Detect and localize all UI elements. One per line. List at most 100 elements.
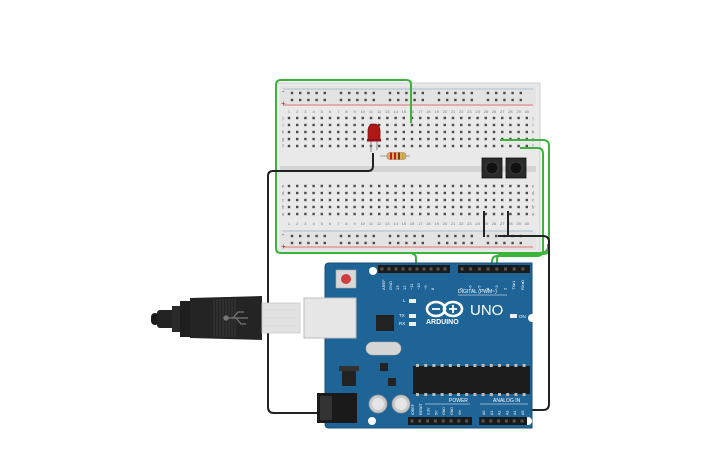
rail-hole[interactable] (446, 234, 449, 238)
rail-hole[interactable] (290, 91, 294, 95)
breadboard-hole[interactable] (443, 191, 446, 195)
rail-hole[interactable] (486, 91, 490, 95)
breadboard-hole[interactable] (419, 130, 422, 134)
rail-hole[interactable] (364, 241, 367, 245)
usb-cable[interactable] (151, 296, 301, 340)
breadboard-hole[interactable] (410, 198, 414, 202)
header-pin[interactable] (443, 267, 447, 271)
breadboard-hole[interactable] (361, 212, 364, 216)
header-pin[interactable] (469, 267, 473, 271)
rail-hole[interactable] (323, 234, 326, 238)
rail-hole[interactable] (421, 98, 424, 102)
breadboard-hole[interactable] (451, 116, 455, 120)
breadboard-hole[interactable] (501, 116, 504, 120)
breadboard-hole[interactable] (345, 205, 348, 209)
breadboard-hole[interactable] (435, 198, 438, 202)
breadboard-hole[interactable] (492, 116, 496, 120)
rail-hole[interactable] (388, 241, 392, 245)
rail-hole[interactable] (372, 234, 375, 238)
breadboard-hole[interactable] (304, 198, 307, 202)
breadboard-hole[interactable] (492, 198, 496, 202)
breadboard-hole[interactable] (304, 123, 307, 127)
breadboard-hole[interactable] (476, 184, 479, 188)
breadboard-holes[interactable] (287, 91, 528, 245)
header-pin[interactable] (477, 267, 481, 271)
header-pin[interactable] (433, 419, 437, 423)
header-pins[interactable] (380, 267, 525, 423)
breadboard-hole[interactable] (345, 212, 348, 216)
breadboard-hole[interactable] (312, 123, 315, 127)
breadboard-hole[interactable] (410, 184, 414, 188)
rail-hole[interactable] (372, 98, 375, 102)
breadboard-hole[interactable] (394, 191, 397, 195)
breadboard-hole[interactable] (287, 144, 291, 148)
rail-hole[interactable] (519, 98, 522, 102)
breadboard-hole[interactable] (427, 116, 430, 120)
breadboard-hole[interactable] (378, 212, 381, 216)
breadboard-hole[interactable] (517, 130, 520, 134)
rail-hole[interactable] (364, 234, 367, 238)
breadboard-hole[interactable] (525, 123, 528, 127)
breadboard-hole[interactable] (353, 137, 356, 141)
breadboard-hole[interactable] (501, 184, 504, 188)
breadboard-hole[interactable] (435, 144, 438, 148)
breadboard-hole[interactable] (427, 212, 430, 216)
rail-hole[interactable] (356, 234, 359, 238)
breadboard-hole[interactable] (410, 212, 414, 216)
breadboard-hole[interactable] (394, 144, 397, 148)
header-pin[interactable] (504, 267, 507, 271)
rail-hole[interactable] (405, 98, 408, 102)
breadboard-hole[interactable] (427, 137, 430, 141)
breadboard-hole[interactable] (353, 130, 356, 134)
breadboard-hole[interactable] (369, 116, 373, 120)
header-pin[interactable] (460, 267, 464, 271)
rail-hole[interactable] (348, 241, 351, 245)
rail-hole[interactable] (307, 241, 310, 245)
rail-hole[interactable] (495, 91, 498, 95)
breadboard-hole[interactable] (419, 123, 422, 127)
breadboard-hole[interactable] (501, 123, 504, 127)
breadboard-hole[interactable] (378, 116, 381, 120)
rail-hole[interactable] (364, 98, 367, 102)
rail-hole[interactable] (397, 98, 400, 102)
breadboard-hole[interactable] (369, 191, 373, 195)
breadboard-hole[interactable] (353, 116, 356, 120)
breadboard-hole[interactable] (451, 130, 455, 134)
breadboard-hole[interactable] (287, 130, 291, 134)
breadboard-hole[interactable] (337, 191, 340, 195)
breadboard-hole[interactable] (328, 144, 332, 148)
analog-header[interactable] (479, 417, 527, 425)
breadboard-hole[interactable] (345, 184, 348, 188)
breadboard-hole[interactable] (476, 137, 479, 141)
breadboard-hole[interactable] (468, 198, 471, 202)
rail-hole[interactable] (339, 98, 343, 102)
breadboard-hole[interactable] (353, 123, 356, 127)
breadboard-hole[interactable] (328, 116, 332, 120)
breadboard-hole[interactable] (410, 191, 414, 195)
breadboard-hole[interactable] (460, 123, 463, 127)
rail-hole[interactable] (511, 241, 514, 245)
breadboard-hole[interactable] (435, 191, 438, 195)
breadboard-hole[interactable] (386, 116, 389, 120)
breadboard-hole[interactable] (287, 198, 291, 202)
breadboard-hole[interactable] (312, 130, 315, 134)
breadboard-hole[interactable] (394, 123, 397, 127)
breadboard-hole[interactable] (501, 130, 504, 134)
breadboard-hole[interactable] (460, 137, 463, 141)
breadboard-hole[interactable] (378, 123, 381, 127)
breadboard-hole[interactable] (525, 205, 528, 209)
rail-hole[interactable] (315, 91, 318, 95)
breadboard-hole[interactable] (345, 130, 348, 134)
rail-hole[interactable] (413, 98, 416, 102)
breadboard-hole[interactable] (304, 205, 307, 209)
breadboard-hole[interactable] (509, 205, 512, 209)
breadboard-hole[interactable] (345, 116, 348, 120)
breadboard-hole[interactable] (320, 116, 323, 120)
breadboard-hole[interactable] (296, 184, 299, 188)
breadboard-hole[interactable] (509, 116, 512, 120)
breadboard-hole[interactable] (468, 130, 471, 134)
header-pin[interactable] (415, 267, 419, 271)
rail-hole[interactable] (405, 241, 408, 245)
breadboard-hole[interactable] (345, 198, 348, 202)
breadboard-hole[interactable] (468, 191, 471, 195)
